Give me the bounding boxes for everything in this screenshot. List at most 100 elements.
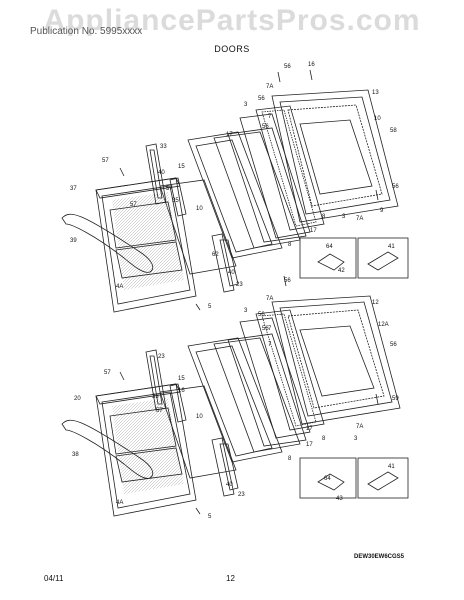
lower-callout-12A: 12A	[378, 322, 389, 328]
lower-callout-23: 23	[238, 492, 245, 498]
lower-part-41	[367, 471, 399, 491]
footer-page-number: 12	[226, 574, 235, 583]
upper-callout-56: 56	[392, 184, 399, 190]
upper-callout-16: 16	[308, 62, 315, 68]
lower-callout-3: 3	[354, 436, 358, 442]
lower-door-handle	[61, 419, 154, 479]
upper-callout-17: 17	[226, 132, 233, 138]
upper-callout-40: 40	[228, 270, 235, 276]
upper-callout-3: 3	[342, 214, 346, 220]
upper-window-glass	[159, 179, 237, 275]
lower-callout-33: 33	[152, 394, 159, 400]
upper-part-41	[367, 251, 399, 271]
upper-door-handle	[61, 213, 154, 273]
lower-part-64-box	[299, 457, 357, 499]
header-text: Publication No. 5995xxxx	[30, 26, 143, 37]
upper-callout-58: 58	[390, 128, 397, 134]
upper-callout-42: 42	[338, 268, 345, 274]
lower-callout-12: 12	[372, 300, 379, 306]
lower-door-assembly	[61, 275, 409, 517]
footer-date: 04/11	[44, 574, 64, 583]
lower-callout-3: 3	[244, 308, 248, 314]
lower-callout-7: 7	[268, 342, 272, 348]
lower-callout-17: 17	[306, 426, 313, 432]
upper-callout-39: 39	[70, 238, 77, 244]
upper-callout-4A: 4A	[116, 284, 123, 290]
lower-callout-41: 41	[388, 464, 395, 470]
upper-callout-40: 40	[158, 170, 165, 176]
lower-callout-56: 56	[258, 312, 265, 318]
lower-part-41-box	[357, 457, 409, 499]
lower-callout-64: 64	[324, 476, 331, 482]
upper-callout-62: 62	[212, 252, 219, 258]
lower-callout-10: 10	[196, 414, 203, 420]
lower-hinges	[145, 349, 239, 497]
lower-callout-56: 56	[262, 326, 269, 332]
upper-callout-56: 56	[262, 124, 269, 130]
lower-callout-59: 59	[392, 396, 399, 402]
lower-window-glass	[159, 385, 237, 479]
upper-callout-17: 17	[310, 228, 317, 234]
lower-inner-panels	[239, 309, 325, 439]
lower-callout-56: 56	[284, 278, 291, 284]
lower-callout-7A: 7A	[356, 424, 363, 430]
upper-callout-13: 13	[372, 90, 379, 96]
upper-outer-frame	[271, 89, 399, 223]
upper-callout-64: 64	[326, 244, 333, 250]
lower-callout-56: 56	[390, 342, 397, 348]
upper-hinges	[145, 143, 239, 293]
upper-callout-37: 37	[70, 186, 77, 192]
lower-part-64	[317, 473, 345, 491]
lower-callout-17: 17	[306, 442, 313, 448]
lower-callout-8: 8	[322, 436, 326, 442]
lower-callout-16: 16	[178, 388, 185, 394]
lower-outer-frame	[271, 295, 401, 425]
lower-callout-15: 15	[178, 376, 185, 382]
upper-callout-33: 33	[160, 144, 167, 150]
upper-callout-23: 23	[236, 282, 243, 288]
upper-glass-panels	[187, 127, 307, 259]
upper-callout-8: 8	[322, 214, 326, 220]
lower-callout-7A: 7A	[266, 296, 273, 302]
upper-part-41-box	[357, 237, 409, 279]
lower-callout-38: 38	[72, 452, 79, 458]
lower-screws	[119, 275, 379, 515]
lower-callout-7: 7	[268, 326, 272, 332]
lower-callout-5: 5	[208, 514, 212, 520]
section-title: DOORS	[214, 44, 250, 54]
lower-callout-40: 40	[226, 482, 233, 488]
diagram-code: DEW30EW6CGS5	[353, 554, 404, 560]
lower-callout-57: 57	[104, 370, 111, 376]
upper-outer-door-panel	[95, 177, 197, 313]
upper-callout-8: 8	[288, 242, 292, 248]
upper-callout-41: 41	[388, 244, 395, 250]
upper-callout-7: 7	[268, 114, 272, 120]
lower-callout-8: 8	[288, 456, 292, 462]
lower-outer-door-panel	[95, 383, 197, 517]
upper-callout-7A: 7A	[356, 216, 363, 222]
upper-callout-10: 10	[374, 116, 381, 122]
upper-callout-56: 56	[284, 64, 291, 70]
upper-callout-57: 57	[166, 186, 173, 192]
upper-inner-panels	[239, 105, 325, 239]
lower-glass-panels	[187, 333, 307, 463]
upper-door-assembly	[61, 69, 409, 313]
lower-callout-23: 23	[158, 354, 165, 360]
upper-callout-10: 10	[196, 206, 203, 212]
upper-part-64	[317, 253, 345, 271]
upper-callout-9: 9	[380, 208, 384, 214]
lower-callout-43: 43	[336, 496, 343, 502]
upper-part-64-box	[299, 237, 357, 279]
upper-callout-57: 57	[102, 158, 109, 164]
upper-callout-3: 3	[244, 102, 248, 108]
upper-screws	[119, 69, 379, 311]
lower-callout-4A: 4A	[116, 500, 123, 506]
upper-callout-7A: 7A	[266, 84, 273, 90]
upper-callout-35: 35	[172, 198, 179, 204]
upper-callout-15: 15	[178, 164, 185, 170]
upper-callout-57: 57	[130, 202, 137, 208]
